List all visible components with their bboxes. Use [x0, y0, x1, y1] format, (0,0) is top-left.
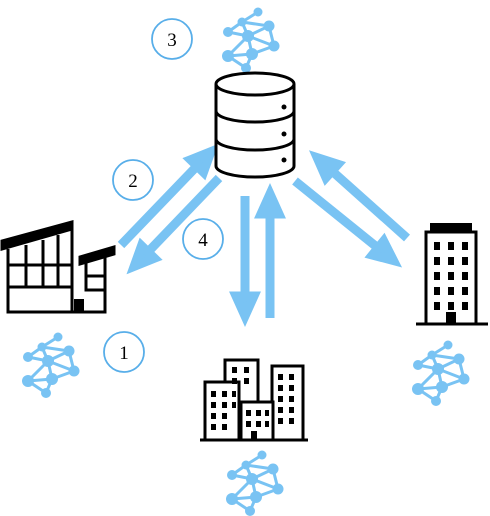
arrow-factory-to-server: [117, 145, 217, 249]
step-1-badge: 1: [103, 331, 145, 373]
step-4-badge: 4: [182, 218, 224, 260]
step-2-badge: 2: [112, 159, 154, 201]
arrow-tower-to-server: [311, 151, 410, 242]
network-graph-icon: [224, 449, 285, 516]
step-2-label: 2: [128, 171, 138, 192]
step-4-label: 4: [198, 230, 208, 251]
step-3-label: 3: [167, 30, 177, 51]
network-graph-icon: [410, 339, 471, 408]
step-3-badge: 3: [151, 18, 193, 60]
factory-icon: [0, 220, 116, 314]
network-graph-icon: [220, 6, 281, 75]
office-tower-icon: [416, 223, 488, 326]
arrow-server-to-city: [236, 196, 254, 316]
network-graph-icon: [20, 331, 81, 400]
step-1-label: 1: [119, 343, 129, 364]
city-buildings-icon: [200, 358, 308, 442]
database-icon: [214, 71, 296, 179]
arrow-city-to-server: [261, 194, 279, 318]
arrow-server-to-factory: [128, 174, 223, 273]
arrows: [117, 145, 410, 318]
arrow-server-to-tower: [292, 177, 399, 268]
